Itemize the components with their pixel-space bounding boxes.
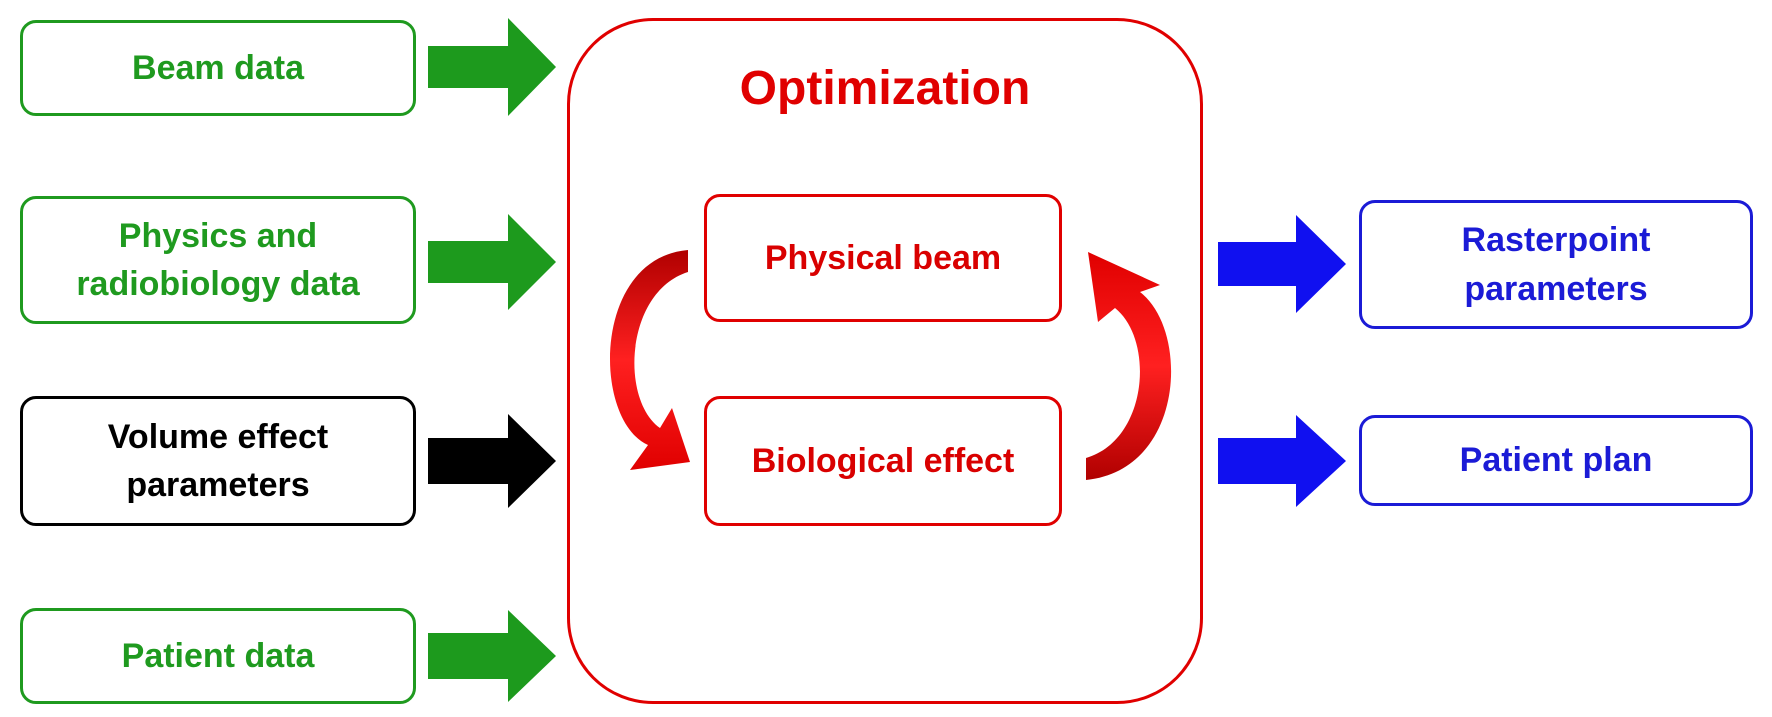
cycle-arrow-up (1086, 252, 1172, 480)
optimization-container: Optimization (567, 18, 1203, 704)
patient-data-label: Patient data (121, 636, 315, 675)
volume-effect-arrow (428, 414, 556, 508)
beam-data-label: Beam data (132, 48, 304, 87)
physical-beam-box: Physical beam (704, 194, 1062, 322)
beam-data-box: Beam data (20, 20, 416, 116)
volume-effect-parameters-label: Volume effect parameters (107, 417, 329, 504)
beam-data-arrow (428, 18, 556, 116)
biological-effect-label: Biological effect (751, 441, 1015, 480)
rasterpoint-parameters-box: Rasterpoint parameters (1359, 200, 1753, 329)
cycle-arrow-down (610, 250, 690, 470)
physics-data-arrow (428, 214, 556, 310)
physical-beam-label: Physical beam (764, 238, 1002, 277)
patient-plan-box: Patient plan (1359, 415, 1753, 506)
volume-effect-parameters-box: Volume effect parameters (20, 396, 416, 526)
rasterpoint-parameters-label: Rasterpoint parameters (1461, 221, 1651, 308)
patient-plan-label: Patient plan (1459, 441, 1653, 480)
patient-plan-output-arrow (1218, 415, 1346, 507)
optimization-title: Optimization (739, 62, 1031, 115)
patient-data-box: Patient data (20, 608, 416, 704)
rasterpoint-output-arrow (1218, 215, 1346, 313)
physics-radiobiology-data-box: Physics and radiobiology data (20, 196, 416, 324)
patient-data-arrow (428, 610, 556, 702)
biological-effect-box: Biological effect (704, 396, 1062, 526)
physics-radiobiology-data-label: Physics and radiobiology data (76, 216, 360, 303)
